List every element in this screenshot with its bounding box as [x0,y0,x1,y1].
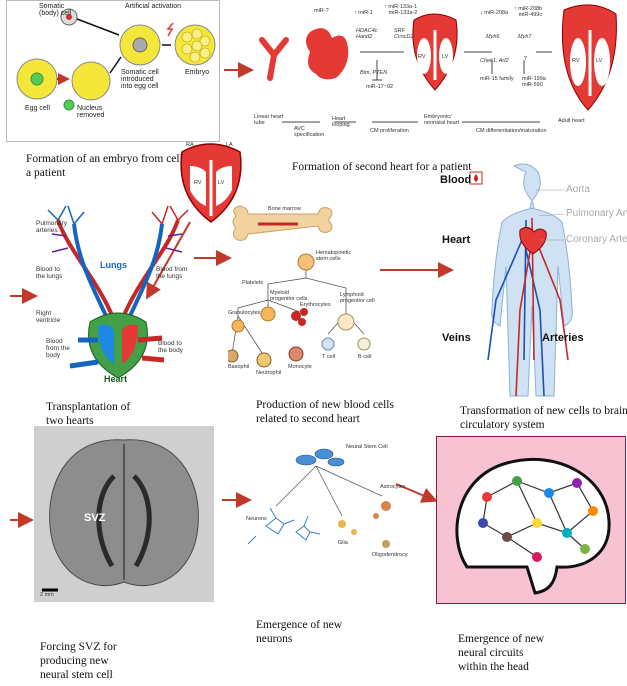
from-lungs-label: Blood from the lungs [156,266,187,280]
adult-label: Adult heart [558,118,585,124]
linear-heart-tube [262,40,286,78]
glia-label: Glia [338,540,348,546]
caption-transplant: Transplantation of two hearts [46,400,130,428]
q2-label: ? [524,56,527,62]
myh7-label: Myh7 [518,34,531,40]
platelets-label: Platelets [242,280,263,286]
caption-blood-cells: Production of new blood cells related to… [256,398,394,426]
nsc-label: Neural Stem Cell [346,444,388,450]
caption-neurons: Emergence of new neurons [256,618,342,646]
lymphoid-label: Lymphoid progenitor cell [340,292,375,304]
donor-ra: RA [186,142,194,148]
arteries-label: Arteries [542,332,584,344]
looping-heart [306,28,348,79]
hsc-cell [298,254,314,270]
lymphoid-cell [338,314,354,330]
body-silhouette [492,164,573,396]
right-ventricle-label: Right ventricle [36,310,60,324]
body-heart-label: Heart [442,234,470,246]
bcell-label: B cell [358,354,371,360]
cmdiff-label: CM differentiation/maturation [476,128,547,134]
caption-transformation: Transformation of new cells to brain via… [460,404,627,432]
from-body-label: Blood from the body [46,338,70,359]
introduced-label: Somatic cell introduced into egg cell [121,69,159,90]
to-body-label: Blood to the body [158,340,183,354]
cmprolif-label: CM proliferation [370,128,409,134]
pulm-arteries-label: Pulmonary arteries [36,220,67,234]
srf-label: SRF CcncD2 [394,28,414,40]
mir15-label: miR-15 family [480,76,514,82]
scale-label: 2 mm [40,592,54,598]
hdac-label: HDAC4c Hand2 [356,28,377,40]
enucleated-egg [72,62,110,100]
mir-133: ↑ miR-133a-1 miR-133a-2 [384,4,417,16]
astro-label: Astrocytes [380,484,406,490]
nucleus-removed-label: Nucleus removed [77,105,104,119]
embryo-panel: Somatic (body) cell Artificial activatio… [6,0,220,142]
looping-label: Heart looping [332,116,350,128]
marrow-label: Bone marrow [268,206,301,212]
tcell-label: T cell [322,354,335,360]
svz-label: SVZ [84,512,105,524]
adult-rv: RV [572,58,580,64]
veins-label: Veins [442,332,471,344]
donor-rv: RV [194,180,202,186]
pulm-arter-label: Pulmonary Arter [566,208,627,219]
neutrophil-label: Neutrophil [256,370,281,376]
mir-1: ↑ miR-1 [354,10,373,16]
hsc-label: Hematopoietic stem cells [316,250,351,262]
basophil-label: Basophil [228,364,249,370]
oligo-label: Oligodendrocy [372,552,407,558]
donor-lv: LV [218,180,224,186]
caption-circuits: Emergence of new neural circuits within … [458,632,544,674]
mir199-label: miR-199a miR-590 [522,76,546,88]
embryonic-label: Embryonic/ neonatal heart [424,114,459,126]
aorta-label: Aorta [566,184,590,195]
removed-nucleus [64,100,74,110]
emb-rv: RV [418,54,426,60]
chek-label: Chek1, Arl2 [480,58,509,64]
caption-embryo: Formation of an embryo from cells of a p… [26,152,200,180]
lungs-heart-panel: Pulmonary arteries Blood to the lungs Lu… [38,190,198,390]
mir208a-label: ↓ miR-208a [480,10,508,16]
mir-q: miR-? [314,8,329,14]
myeloid-label: Myeloid progenitor cells [270,290,307,302]
to-lungs-label: Blood to the lungs [36,266,62,280]
lungs-label: Lungs [100,260,127,270]
somatic-label: Somatic (body) cell [39,3,71,17]
adult-lv: LV [596,58,602,64]
monocyte-label: Monocyte [288,364,312,370]
myh6-label: Myh6 [486,34,499,40]
egg-cell-label: Egg cell [25,105,50,112]
blood-cells-panel: Bone marrow Hematopoietic stem cells Mye… [228,204,380,382]
emb-lv: LV [442,54,448,60]
heart-label: Heart [104,374,127,384]
circulation-panel: Blood Aorta Pulmonary Arter Coronary Art… [440,160,620,400]
artificial-activation-label: Artificial activation [125,3,181,10]
mir208b-label: ↑ miR-208b miR-499c [514,6,542,18]
svz-brain-slice: SVZ 2 mm [34,426,214,602]
mir17-label: miR-17~92 [366,84,393,90]
neurons-panel: Neural Stem Cell Astrocytes Neurons Glia… [246,436,416,568]
erythro-label: Erythrocytes [300,302,331,308]
donor-la: LA [226,142,233,148]
neurons-label: Neurons [246,516,267,522]
myeloid-cell [261,307,275,321]
avc-label: AVC specification [294,126,324,138]
linear-tube-label: Linear heart tube [254,114,283,126]
granulo-label: Granulocytes [228,310,260,316]
blood-label: Blood [440,174,471,186]
embryo-label: Embryo [185,69,209,76]
heart-development-panel: miR-? ↑ miR-1 ↑ miR-133a-1 miR-133a-2 HD… [252,0,624,150]
bim-label: Bim, PTEN [360,70,387,76]
lungs-panel-heart [89,313,148,378]
caption-svz: Forcing SVZ for producing new neural ste… [40,640,117,682]
coronary-label: Coronary Arter [566,234,627,245]
neural-circuits-panel [436,436,626,604]
nsc-cell [296,455,316,465]
